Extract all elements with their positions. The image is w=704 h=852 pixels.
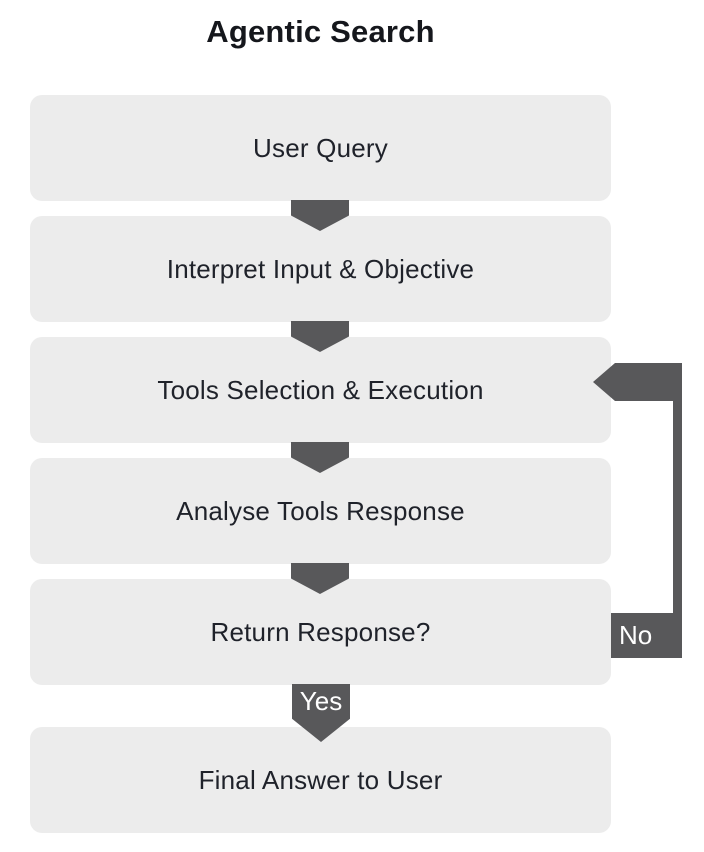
node-label: Analyse Tools Response [176,495,465,526]
node-analyse-tools-response: Analyse Tools Response [30,458,611,564]
node-interpret-input-objective: Interpret Input & Objective [30,216,611,322]
no-loop-vertical-line [673,363,682,658]
node-return-response: Return Response? [30,579,611,685]
node-label: Final Answer to User [198,764,443,795]
left-arrow-icon [593,363,681,401]
no-edge-badge: No [611,613,682,658]
node-label: Interpret Input & Objective [166,253,475,284]
node-label: Tools Selection & Execution [157,374,484,405]
node-tools-selection-execution: Tools Selection & Execution [30,337,611,443]
node-label: User Query [253,132,388,163]
diagram-title: Agentic Search [206,14,435,49]
yes-edge-label: Yes [299,686,343,716]
node-final-answer-to-user: Final Answer to User [30,727,611,833]
no-edge-label: No [619,620,653,650]
node-user-query: User Query [30,95,611,201]
node-label: Return Response? [210,616,431,647]
